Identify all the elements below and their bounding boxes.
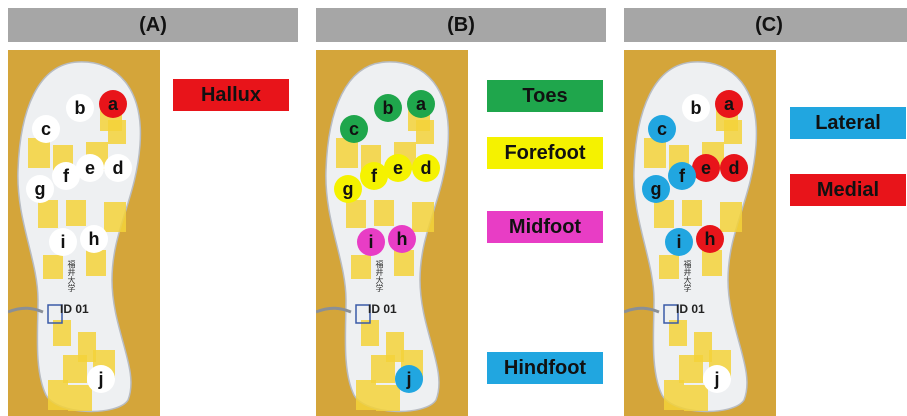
tape-patch <box>702 250 722 276</box>
tape-patch <box>720 202 742 232</box>
sensor-point-c-c: c <box>648 115 676 143</box>
tape-patch <box>669 320 687 346</box>
tape-patch <box>694 332 712 362</box>
legend-forefoot: Forefoot <box>487 137 603 169</box>
sensor-point-i-a: i <box>49 228 77 256</box>
insole-print-id: ID 01 <box>60 302 89 316</box>
sensor-point-f-b: f <box>360 162 388 190</box>
panel-a-title: (A) <box>8 8 298 42</box>
sensor-cable <box>316 306 352 314</box>
tape-patch <box>68 385 92 411</box>
sensor-point-e-b: e <box>384 154 412 182</box>
insole-print-university: 福井大学 <box>67 260 76 292</box>
tape-patch <box>104 202 126 232</box>
sensor-cable <box>8 306 44 314</box>
sensor-point-c-b: c <box>340 115 368 143</box>
sensor-point-i-c: i <box>665 228 693 256</box>
tape-patch <box>63 355 87 383</box>
tape-patch <box>346 200 366 228</box>
tape-patch <box>386 332 404 362</box>
panel-b-title: (B) <box>316 8 606 42</box>
tape-patch <box>66 200 86 226</box>
tape-patch <box>356 380 376 410</box>
sensor-point-d-a: d <box>104 154 132 182</box>
sensor-point-h-b: h <box>388 225 416 253</box>
tape-patch <box>336 138 358 168</box>
tape-patch <box>43 255 63 279</box>
legend-hallux: Hallux <box>173 79 289 111</box>
sensor-point-j-a: j <box>87 365 115 393</box>
insole-print-university: 福井大学 <box>683 260 692 292</box>
sensor-point-h-c: h <box>696 225 724 253</box>
insole-print-id: ID 01 <box>368 302 397 316</box>
tape-patch <box>361 320 379 346</box>
sensor-point-b-c: b <box>682 94 710 122</box>
tape-patch <box>412 202 434 232</box>
sensor-point-b-a: b <box>66 94 94 122</box>
tape-patch <box>394 250 414 276</box>
tape-patch <box>86 250 106 276</box>
sensor-point-d-b: d <box>412 154 440 182</box>
logo-box <box>663 304 679 324</box>
sensor-point-e-c: e <box>692 154 720 182</box>
sensor-cable <box>624 306 660 314</box>
tape-patch <box>664 380 684 410</box>
tape-patch <box>53 320 71 346</box>
sensor-point-g-c: g <box>642 175 670 203</box>
tape-patch <box>371 355 395 383</box>
tape-patch <box>682 200 702 226</box>
sensor-point-d-c: d <box>720 154 748 182</box>
logo-box <box>355 304 371 324</box>
sensor-point-g-b: g <box>334 175 362 203</box>
sensor-point-i-b: i <box>357 228 385 256</box>
legend-toes: Toes <box>487 80 603 112</box>
tape-patch <box>659 255 679 279</box>
legend-lateral: Lateral <box>790 107 906 139</box>
sensor-point-a-c: a <box>715 90 743 118</box>
legend-midfoot: Midfoot <box>487 211 603 243</box>
insole-drawing <box>316 61 450 413</box>
tape-patch <box>374 200 394 226</box>
insole-print-id: ID 01 <box>676 302 705 316</box>
tape-patch <box>38 200 58 228</box>
sensor-point-a-b: a <box>407 90 435 118</box>
tape-patch <box>654 200 674 228</box>
tape-patch <box>78 332 96 362</box>
legend-medial: Medial <box>790 174 906 206</box>
sensor-point-a-a: a <box>99 90 127 118</box>
legend-hindfoot: Hindfoot <box>487 352 603 384</box>
tape-patch <box>28 138 50 168</box>
tape-patch <box>644 138 666 168</box>
sensor-point-f-c: f <box>668 162 696 190</box>
tape-patch <box>376 385 400 411</box>
insole-print-university: 福井大学 <box>375 260 384 292</box>
sensor-point-j-c: j <box>703 365 731 393</box>
logo-box <box>47 304 63 324</box>
sensor-point-g-a: g <box>26 175 54 203</box>
insole-drawing <box>8 61 142 413</box>
sensor-point-e-a: e <box>76 154 104 182</box>
panel-c-title: (C) <box>624 8 907 42</box>
tape-patch <box>48 380 68 410</box>
sensor-point-h-a: h <box>80 225 108 253</box>
sensor-point-j-b: j <box>395 365 423 393</box>
sensor-point-b-b: b <box>374 94 402 122</box>
sensor-point-f-a: f <box>52 162 80 190</box>
tape-patch <box>679 355 703 383</box>
tape-patch <box>351 255 371 279</box>
tape-patch <box>684 385 708 411</box>
sensor-point-c-a: c <box>32 115 60 143</box>
